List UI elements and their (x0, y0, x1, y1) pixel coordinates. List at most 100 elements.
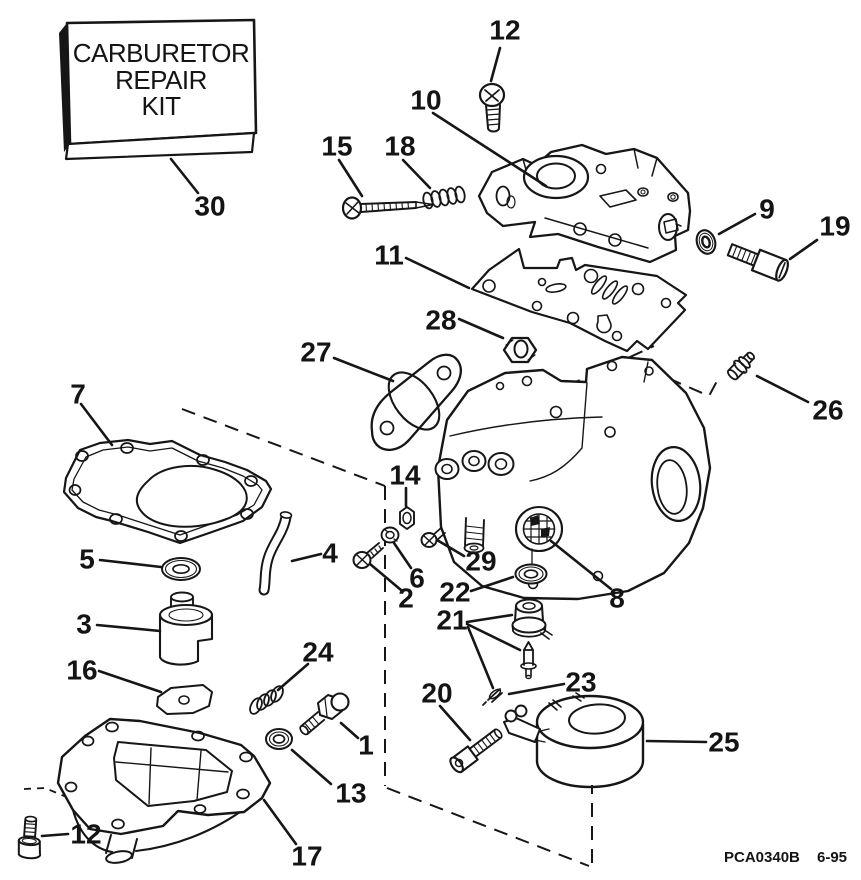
clip-23 (482, 688, 503, 706)
kit-box-line2: REPAIR (115, 65, 207, 95)
footer-part-code: PCA0340B (724, 849, 800, 866)
nut-28 (502, 336, 538, 364)
gasket-11 (470, 247, 688, 353)
kit-box-line1: CARBURETOR (73, 38, 250, 68)
callout-24-label: 24 (302, 637, 334, 668)
float-bowl-17 (56, 717, 272, 864)
callout-9-label: 9 (759, 194, 775, 225)
callout-29-label: 29 (465, 546, 496, 577)
callout-16-label: 16 (66, 655, 97, 686)
screw-12-bottom (17, 815, 42, 860)
callout-19: 19 (788, 211, 851, 261)
callout-20-label: 20 (421, 678, 452, 709)
callout-21: 21 (436, 605, 522, 690)
float-hinge-bracket (503, 704, 550, 743)
callout-20: 20 (421, 678, 472, 742)
callout-5: 5 (79, 544, 163, 575)
callout-15-label: 15 (321, 131, 352, 162)
callout-23: 23 (507, 667, 597, 698)
callout-22-label: 22 (439, 577, 470, 608)
callout-23-label: 23 (565, 667, 596, 698)
callout-30-label: 30 (194, 191, 225, 222)
callout-16: 16 (66, 655, 163, 694)
gasket-16 (156, 684, 213, 715)
spring-24 (249, 685, 284, 715)
footer-revision-date: 6-95 (817, 849, 847, 866)
callout-26: 26 (755, 374, 844, 426)
screw-2 (352, 542, 384, 569)
kit-box-line3: KIT (142, 91, 182, 121)
washer-22 (514, 548, 548, 585)
callout-5-label: 5 (79, 544, 95, 575)
screw-19 (726, 243, 789, 282)
callout-1: 1 (339, 721, 374, 761)
callout-8: 8 (549, 539, 625, 614)
callout-27-label: 27 (300, 337, 331, 368)
callout-19-label: 19 (819, 211, 850, 242)
repair-kit-box: CARBURETOR REPAIR KIT (59, 18, 258, 161)
screw-15 (341, 196, 434, 220)
float-cylinder-3 (158, 591, 214, 666)
callout-6-label: 6 (409, 563, 425, 594)
callout-14: 14 (389, 460, 421, 508)
callout-26-label: 26 (812, 395, 843, 426)
float-25 (503, 692, 645, 789)
screw-20 (449, 728, 503, 774)
venturi-bore (650, 446, 702, 522)
gasket-7 (62, 438, 273, 545)
callout-13-label: 13 (335, 778, 366, 809)
callouts: 30 12 10 15 18 9 19 11 (40, 15, 851, 872)
nut-14 (399, 506, 415, 530)
gasket-27 (370, 353, 462, 451)
callout-12-bottom: 12 (40, 819, 102, 850)
callout-1-label: 1 (358, 730, 374, 761)
nipple-26 (726, 351, 755, 381)
callout-13: 13 (290, 748, 367, 809)
callout-9: 9 (717, 194, 775, 236)
callout-7-label: 7 (70, 379, 86, 410)
washer-13 (265, 728, 293, 750)
callout-10: 10 (410, 85, 548, 188)
callout-22: 22 (439, 575, 515, 608)
callout-17-label: 17 (291, 841, 322, 872)
callout-7: 7 (70, 379, 114, 447)
callout-8-label: 8 (609, 583, 625, 614)
callout-15: 15 (321, 131, 364, 198)
callout-28-label: 28 (425, 305, 456, 336)
callout-25-label: 25 (708, 727, 739, 758)
callout-12-top-label: 12 (489, 15, 520, 46)
footer: PCA0340B 6-95 (724, 849, 847, 866)
callout-29: 29 (435, 538, 497, 577)
callout-17: 17 (262, 798, 323, 872)
top-cover-casting-10 (477, 143, 692, 264)
valve-assembly-1 (299, 692, 350, 736)
callout-3-label: 3 (76, 609, 92, 640)
callout-12-bottom-label: 12 (70, 819, 101, 850)
valve-seat-21 (511, 598, 553, 640)
washer-5 (161, 557, 201, 581)
callout-27: 27 (300, 337, 395, 383)
callout-4-label: 4 (322, 538, 338, 569)
callout-11: 11 (374, 240, 471, 290)
callout-10-label: 10 (410, 85, 441, 116)
callout-3: 3 (76, 609, 162, 640)
needle-21 (520, 641, 537, 680)
callout-12-top: 12 (489, 15, 521, 83)
callout-21-label: 21 (436, 605, 467, 636)
callout-30: 30 (169, 157, 226, 222)
callout-14-label: 14 (389, 460, 421, 491)
callout-24: 24 (276, 637, 334, 692)
tube-4 (258, 511, 293, 596)
callout-2: 2 (368, 562, 414, 614)
callout-11-label: 11 (374, 240, 404, 271)
main-carburetor-body (434, 355, 712, 601)
lock-washer-6 (380, 526, 400, 544)
screw-12-top (478, 82, 506, 133)
callout-4: 4 (290, 538, 338, 569)
spring-18 (422, 185, 466, 210)
callout-28: 28 (425, 305, 505, 340)
callout-18-label: 18 (384, 131, 415, 162)
callout-25: 25 (645, 727, 740, 758)
